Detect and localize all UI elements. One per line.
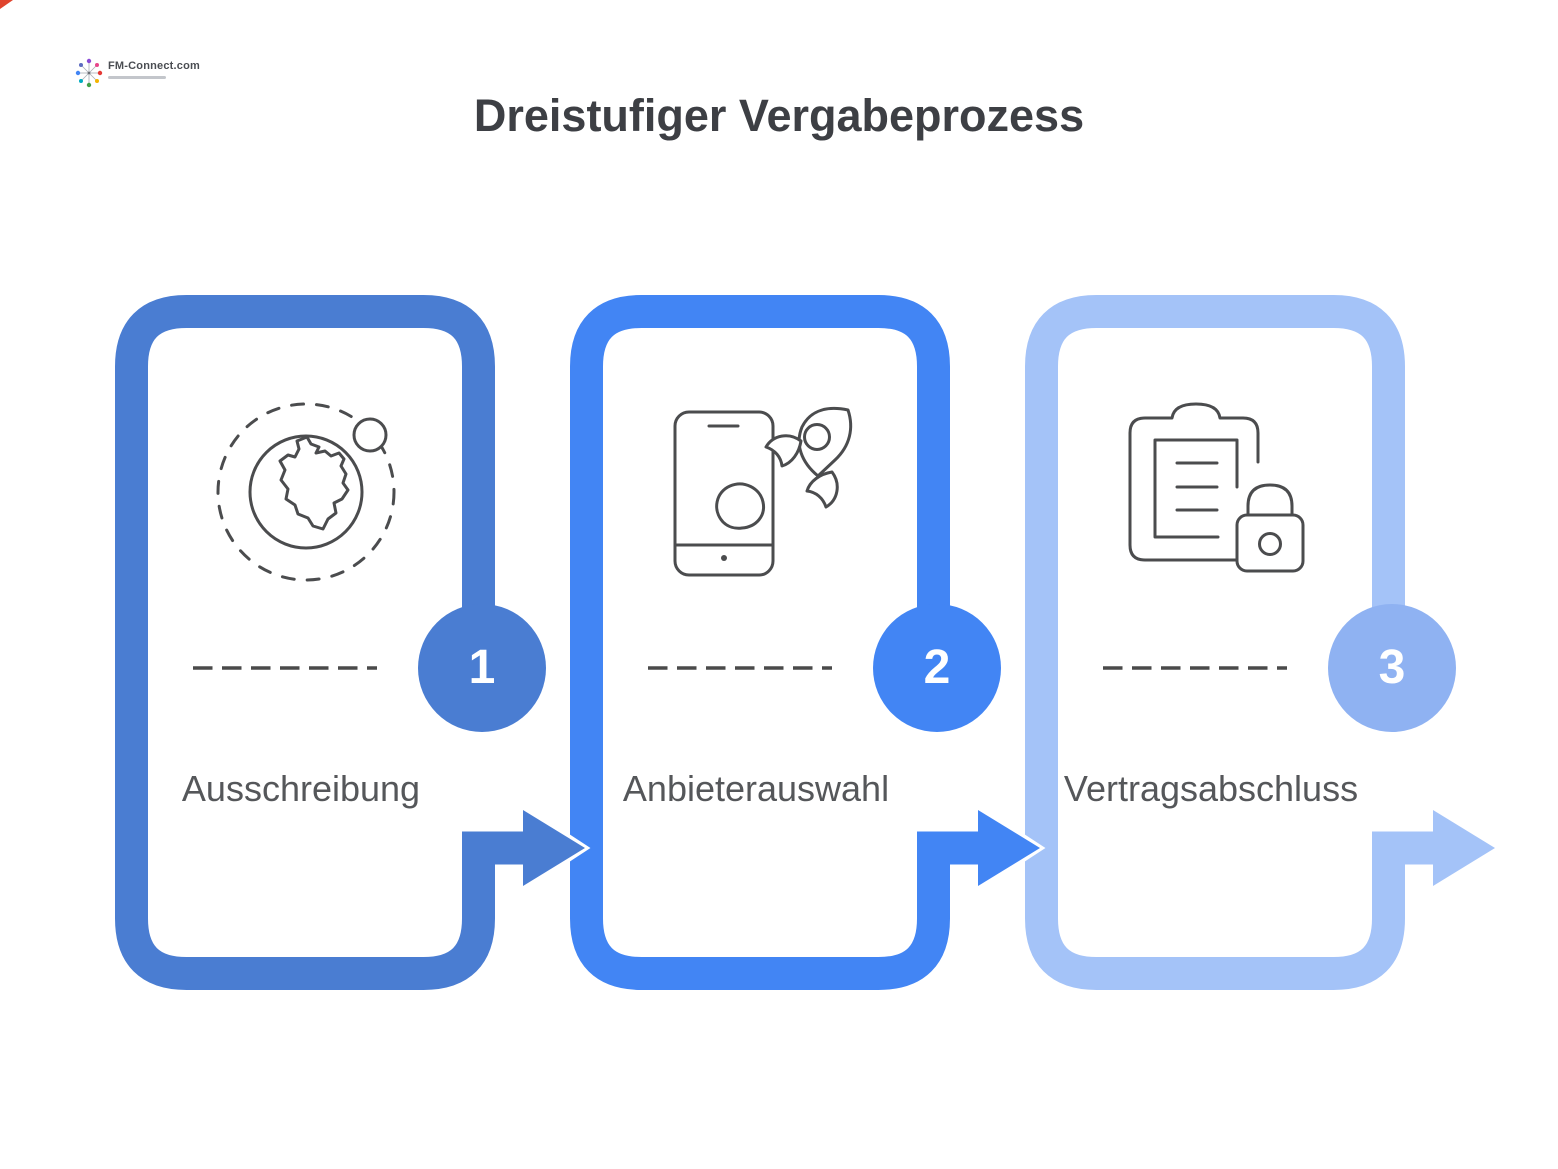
step-label-3: Vertragsabschluss bbox=[1063, 768, 1359, 809]
rocket-fin-lower bbox=[805, 470, 839, 509]
satellite-circle bbox=[352, 417, 388, 453]
lock-keyhole bbox=[1258, 532, 1282, 556]
lock-shackle bbox=[1246, 483, 1294, 517]
step-label-1: Ausschreibung bbox=[181, 768, 421, 809]
orbit-dashed-circle bbox=[216, 402, 396, 582]
rocket-exhaust bbox=[715, 482, 766, 530]
phone-rocket-icon bbox=[673, 406, 853, 577]
step-card-2 bbox=[570, 295, 1046, 990]
logo: FM-Connect.com bbox=[74, 56, 200, 90]
step-label-2: Anbieterauswahl bbox=[622, 768, 890, 809]
logo-text: FM-Connect.com bbox=[108, 60, 201, 72]
phone-body bbox=[673, 410, 775, 577]
step-number-3: 3 bbox=[1378, 641, 1406, 694]
arrowhead bbox=[978, 810, 1040, 886]
card-outline-arrow-stem bbox=[115, 295, 529, 990]
logo-starburst-icon bbox=[75, 58, 103, 88]
arrowhead bbox=[1433, 810, 1495, 886]
step-number-2: 2 bbox=[923, 641, 951, 694]
rocket-porthole bbox=[803, 423, 831, 451]
card-outline-arrow-stem bbox=[1025, 295, 1439, 990]
step-card-3 bbox=[1025, 295, 1501, 990]
step-number-circle bbox=[1328, 604, 1456, 732]
step-card-1 bbox=[115, 295, 591, 990]
clipboard-paper bbox=[1153, 438, 1239, 539]
card-outline-arrow-stem bbox=[570, 295, 984, 990]
page-title: Dreistufiger Vergabeprozess bbox=[473, 90, 1085, 141]
lock-body bbox=[1235, 513, 1305, 573]
phone-home-dot bbox=[721, 555, 727, 561]
step-number-circle bbox=[418, 604, 546, 732]
clipboard-lock-icon bbox=[1128, 402, 1305, 573]
arrowhead bbox=[523, 810, 585, 886]
step-number-circle bbox=[873, 604, 1001, 732]
logo-tagline bbox=[108, 76, 166, 79]
globe-orbit-icon bbox=[216, 402, 396, 582]
globe-continent bbox=[278, 435, 350, 531]
corner-mark bbox=[0, 0, 13, 9]
paper-text-lines bbox=[1175, 461, 1219, 512]
rocket-fin-upper bbox=[764, 434, 803, 468]
step-number-1: 1 bbox=[468, 641, 496, 694]
clipboard-outline bbox=[1128, 402, 1260, 562]
